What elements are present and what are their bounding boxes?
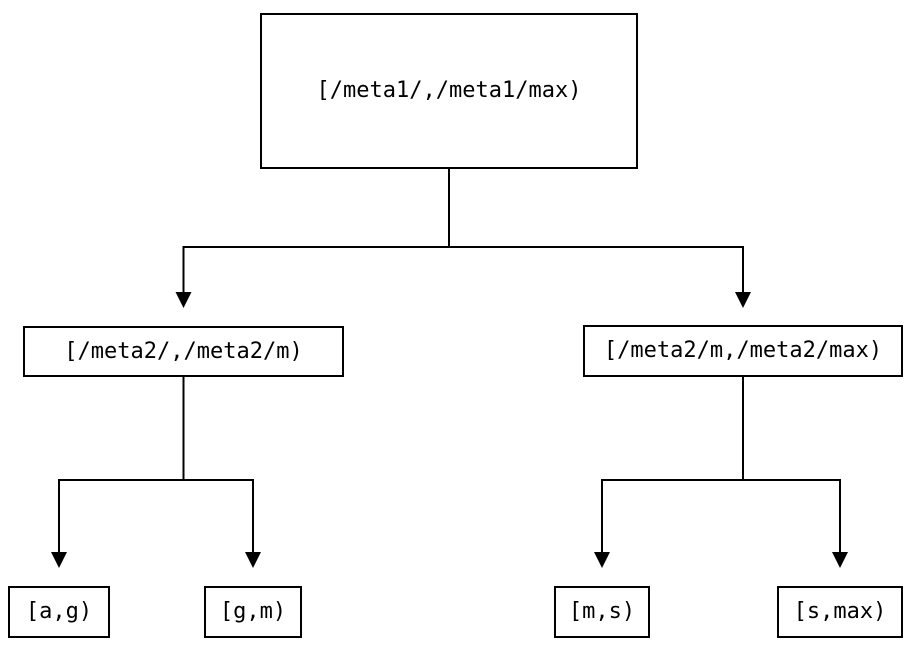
connector-line: [182, 169, 744, 292]
node-meta2-left-label: [/meta2/,/meta2/m): [64, 338, 303, 364]
edges-root-to-level2: [182, 169, 744, 292]
node-meta2-left: [/meta2/,/meta2/m): [23, 326, 344, 377]
connector-line: [601, 377, 841, 552]
node-leaf-a-g-label: [a,g): [25, 599, 93, 624]
node-leaf-s-max-label: [s,max): [793, 599, 887, 624]
node-leaf-m-s: [m,s): [554, 586, 650, 638]
edges-left-subtree: [58, 377, 254, 552]
node-meta2-right: [/meta2/m,/meta2/max): [583, 325, 903, 377]
arrow-down-icon: [175, 292, 192, 308]
node-leaf-a-g: [a,g): [8, 586, 110, 638]
arrow-down-icon: [51, 552, 67, 568]
connector-line: [58, 377, 254, 552]
node-root-label: [/meta1/,/meta1/max): [316, 78, 582, 103]
node-leaf-g-m-label: [g,m): [219, 599, 287, 624]
arrow-down-icon: [245, 552, 261, 568]
node-root: [/meta1/,/meta1/max): [260, 13, 638, 169]
edges-right-subtree: [601, 377, 841, 552]
node-meta2-right-label: [/meta2/m,/meta2/max): [603, 338, 883, 363]
arrow-down-icon: [832, 552, 848, 568]
arrow-down-icon: [735, 292, 751, 308]
node-leaf-s-max: [s,max): [777, 586, 903, 638]
node-leaf-g-m: [g,m): [204, 586, 302, 638]
arrow-down-icon: [594, 552, 610, 568]
node-leaf-m-s-label: [m,s): [568, 599, 636, 624]
